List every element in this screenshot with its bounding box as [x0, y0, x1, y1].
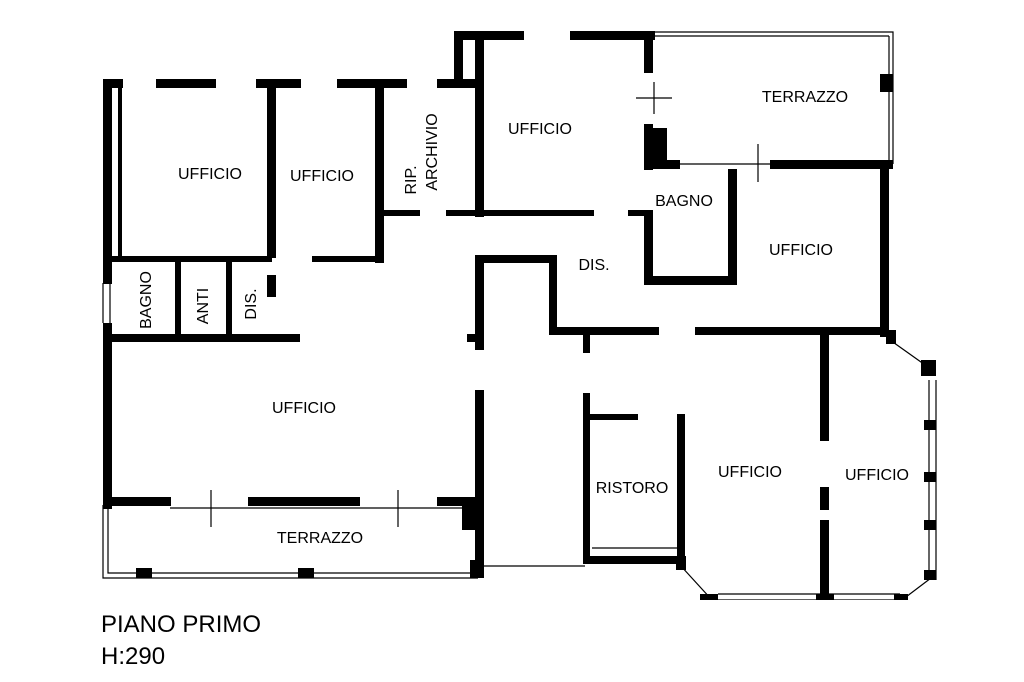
wall: [103, 497, 171, 506]
room-label: ANTI: [195, 288, 212, 324]
wall: [454, 31, 524, 40]
wall: [570, 31, 655, 40]
wall: [770, 160, 893, 169]
wall: [644, 210, 653, 285]
room-label: DIS.: [578, 257, 609, 274]
wall: [267, 88, 276, 258]
wall: [820, 487, 829, 510]
wall: [583, 335, 590, 353]
room-label: UFFICIO: [718, 464, 782, 481]
room-label: BAGNO: [655, 193, 713, 210]
wall: [312, 256, 384, 262]
wall: [924, 472, 936, 482]
room-label: UFFICIO: [290, 168, 354, 185]
room-labels: UFFICIO UFFICIO RIP. ARCHIVIO UFFICIO TE…: [138, 89, 909, 547]
wall: [375, 88, 384, 263]
wall: [820, 520, 829, 600]
wall: [103, 79, 123, 88]
wall: [886, 330, 896, 344]
terrazzo-sw-outline: [102, 505, 478, 579]
terrazzo-ne-outline: [655, 31, 894, 164]
wall: [700, 594, 718, 600]
wall: [470, 560, 484, 578]
wall: [628, 210, 650, 216]
wall: [880, 74, 893, 92]
terrazzo-sw-inner: [107, 505, 476, 574]
wall: [384, 210, 420, 216]
wall: [894, 594, 908, 600]
wall: [676, 556, 686, 570]
room-label: TERRAZZO: [277, 530, 363, 547]
wall: [103, 79, 112, 284]
plan-title: PIANO PRIMO: [101, 611, 262, 638]
wall: [695, 327, 889, 335]
wall: [728, 169, 737, 285]
wall: [644, 31, 653, 73]
room-label: ARCHIVIO: [424, 113, 441, 190]
post: [136, 568, 152, 578]
wall: [590, 414, 638, 420]
room-label: UFFICIO: [845, 467, 909, 484]
wall: [924, 520, 936, 530]
wall: [921, 360, 936, 376]
room-label: RIP.: [403, 165, 420, 194]
ceiling-height: H:290: [101, 643, 166, 670]
wall: [446, 210, 476, 216]
wall: [816, 594, 834, 600]
room-label: UFFICIO: [178, 166, 242, 183]
wall: [549, 255, 557, 333]
wall: [112, 256, 272, 262]
room-label: UFFICIO: [769, 242, 833, 259]
wall: [677, 414, 685, 564]
wall: [583, 556, 685, 564]
wall: [437, 497, 483, 506]
wall: [226, 262, 232, 334]
wall: [156, 79, 216, 88]
wall: [267, 275, 276, 297]
wall: [583, 393, 590, 563]
wall: [820, 335, 829, 441]
wall: [484, 210, 594, 216]
wall: [248, 497, 360, 506]
wall: [462, 506, 476, 530]
wall: [644, 160, 680, 169]
wall: [103, 323, 112, 509]
wall: [475, 390, 484, 578]
wall: [175, 262, 181, 334]
wall: [475, 255, 484, 350]
wall: [475, 255, 555, 263]
wall: [118, 88, 122, 256]
wall: [880, 169, 889, 337]
wall: [653, 128, 667, 166]
wall: [924, 570, 936, 580]
room-label: TERRAZZO: [762, 89, 848, 106]
room-label: UFFICIO: [272, 400, 336, 417]
wall: [337, 79, 407, 88]
wall: [549, 327, 659, 335]
wall: [256, 79, 301, 88]
room-label: DIS.: [243, 288, 260, 319]
wall: [475, 31, 484, 217]
wall: [924, 420, 936, 430]
post: [298, 568, 314, 578]
wall: [112, 334, 300, 342]
wall: [454, 31, 463, 87]
floor-plan: UFFICIO UFFICIO RIP. ARCHIVIO UFFICIO TE…: [102, 31, 937, 600]
thick-walls: [103, 31, 936, 600]
wall: [644, 276, 732, 285]
room-label: BAGNO: [138, 271, 155, 329]
wall: [644, 124, 653, 170]
room-label: UFFICIO: [508, 121, 572, 138]
room-label: RISTORO: [596, 480, 669, 497]
